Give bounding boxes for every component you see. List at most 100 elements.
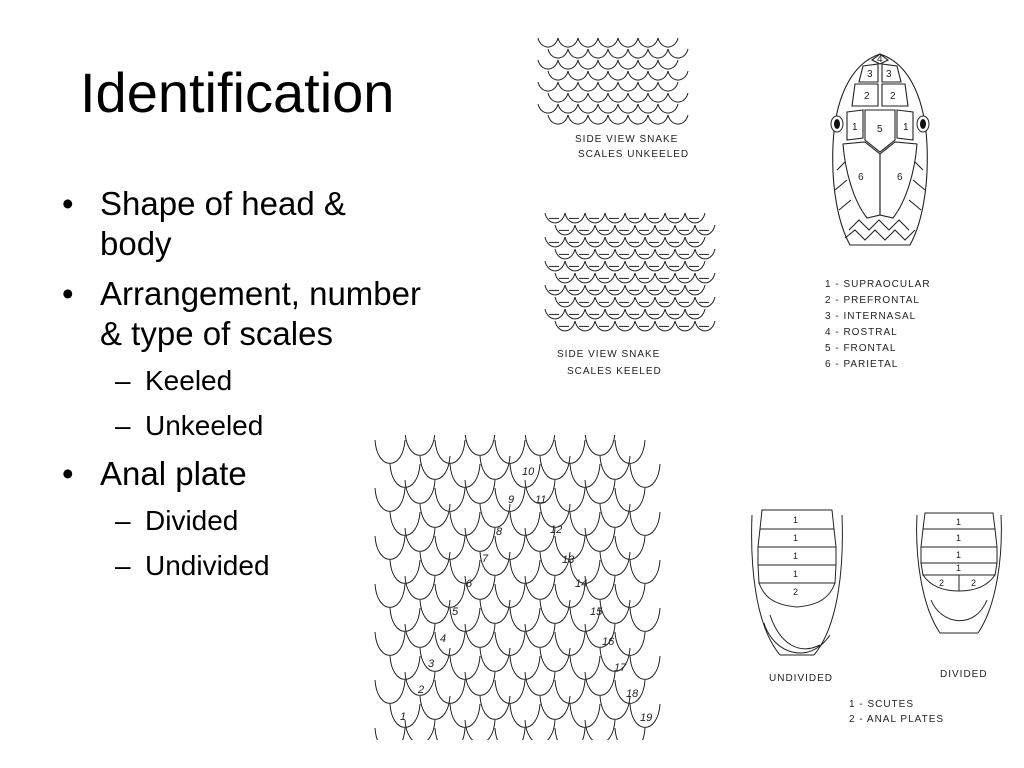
scale-outline xyxy=(524,527,556,552)
head-num: 1 xyxy=(903,122,909,133)
scale-outline xyxy=(389,607,421,632)
scale-outline xyxy=(537,103,559,114)
scale-outline xyxy=(614,248,636,260)
scale-outline xyxy=(599,695,631,720)
scale-outline xyxy=(389,511,421,536)
scale-outline xyxy=(664,260,686,272)
divided-num: 1 xyxy=(956,550,961,560)
scale-outline xyxy=(647,92,669,103)
scale-outline xyxy=(634,248,656,260)
scale-outline xyxy=(684,260,706,272)
bullet-arrangement: Arrangement, number & type of scales xyxy=(62,274,422,354)
scale-outline xyxy=(664,308,686,320)
scale-outline xyxy=(654,272,676,284)
scale-outline xyxy=(627,92,649,103)
scale-outline xyxy=(637,103,659,114)
scale-outline xyxy=(587,48,609,59)
scale-outline xyxy=(674,248,696,260)
legend-anal-plates: 2 - ANAL PLATES xyxy=(849,714,944,725)
scale-outline xyxy=(464,575,496,600)
scale-outline xyxy=(539,455,571,480)
scale-outline xyxy=(434,631,466,656)
scale-outline xyxy=(584,236,606,248)
scale-outline xyxy=(544,284,566,296)
scale-outline xyxy=(564,236,586,248)
scale-outline xyxy=(374,583,406,608)
scale-outline xyxy=(537,59,559,70)
head-num: 3 xyxy=(886,69,892,80)
scale-outline xyxy=(554,487,586,512)
scale-outline xyxy=(577,59,599,70)
scale-outline xyxy=(554,727,586,740)
scale-outline xyxy=(594,320,616,332)
scale-outline xyxy=(629,463,661,488)
scale-outline xyxy=(449,511,481,536)
scale-outline xyxy=(584,212,606,224)
divided-num: 2 xyxy=(971,578,976,588)
scale-outline xyxy=(544,308,566,320)
scale-outline xyxy=(614,487,646,512)
scale-outline xyxy=(419,503,451,528)
scale-outline xyxy=(694,272,716,284)
scale-outline xyxy=(374,487,406,512)
scale-outline xyxy=(637,81,659,92)
snake-head-figure: 4 3 3 2 2 1 5 1 6 6 xyxy=(830,53,930,246)
head-num: 2 xyxy=(890,91,896,102)
scale-outline xyxy=(674,296,696,308)
scale-outline xyxy=(494,439,526,464)
scale-outline xyxy=(617,37,639,48)
scale-outline xyxy=(674,272,696,284)
divided-num: 1 xyxy=(956,517,961,527)
scale-outline xyxy=(509,655,541,680)
undivided-num: 1 xyxy=(793,515,798,525)
scale-outline xyxy=(569,607,601,632)
scale-outline xyxy=(537,81,559,92)
unkeeled-caption-line2: SCALES UNKEELED xyxy=(578,149,689,160)
scale-outline xyxy=(614,535,646,560)
scale-outline xyxy=(404,575,436,600)
scale-row-number: 18 xyxy=(626,688,639,700)
scale-outline xyxy=(554,272,576,284)
scale-outline xyxy=(594,296,616,308)
scale-outline xyxy=(449,559,481,584)
scale-outline xyxy=(599,647,631,672)
scale-outline xyxy=(629,607,661,632)
scale-outline xyxy=(567,92,589,103)
scale-outline xyxy=(634,320,656,332)
scale-outline xyxy=(584,623,616,648)
scale-row-number: 8 xyxy=(496,526,503,538)
scale-outline xyxy=(449,463,481,488)
head-num: 2 xyxy=(864,91,870,102)
scale-outline xyxy=(574,272,596,284)
scale-outline xyxy=(564,284,586,296)
scale-outline xyxy=(464,719,496,740)
scale-row-number: 10 xyxy=(522,466,535,478)
scale-outline xyxy=(634,224,656,236)
scale-outline xyxy=(479,647,511,672)
scale-outline xyxy=(694,248,716,260)
scale-row-number: 5 xyxy=(452,606,459,618)
scale-outline xyxy=(554,248,576,260)
scale-outline xyxy=(674,320,696,332)
scale-outline xyxy=(389,655,421,680)
scale-outline xyxy=(644,236,666,248)
head-num: 1 xyxy=(852,122,858,133)
subbullet-text: Unkeeled xyxy=(145,410,264,441)
scale-outline xyxy=(587,70,609,81)
scale-outline xyxy=(624,260,646,272)
slide-title: Identification xyxy=(80,61,395,124)
legend-frontal: 5 - FRONTAL xyxy=(825,343,896,354)
divided-num: 2 xyxy=(939,578,944,588)
scale-outline xyxy=(464,623,496,648)
scale-outline xyxy=(634,296,656,308)
subbullet-divided: –Divided xyxy=(115,505,239,536)
scale-outline xyxy=(594,224,616,236)
scale-outline xyxy=(554,679,586,704)
scale-row-number: 16 xyxy=(602,636,615,648)
scale-outline xyxy=(624,308,646,320)
scale-outline xyxy=(684,236,706,248)
scale-outline xyxy=(627,48,649,59)
plate-labels: UNDIVIDED DIVIDED 1 - SCUTES 2 - ANAL PL… xyxy=(769,669,987,725)
undivided-plate-figure: 1 1 1 1 2 xyxy=(751,509,843,656)
